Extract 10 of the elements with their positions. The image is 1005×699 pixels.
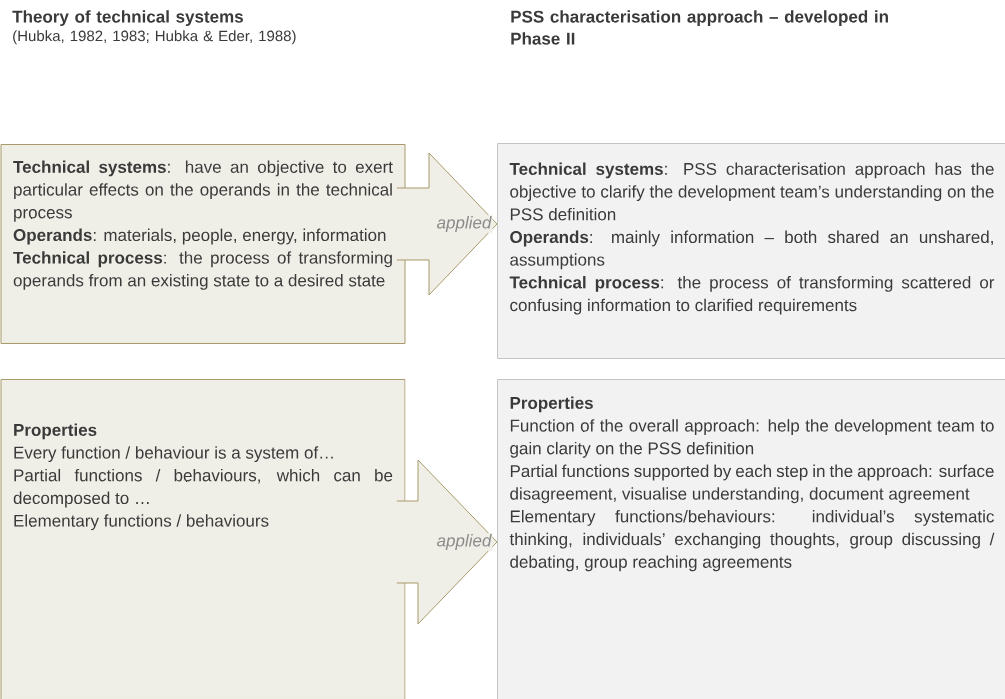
- column-heading: Theory of technical systems: [12, 10, 243, 27]
- text-box: Technical systems: PSS characterisation approach has the objective to clarify the development team’s understanding on the PSS definition Operands: mainly information – both shared an unshared, assumptions Technical process: the process of transforming scattered or confusing information to clarified requirements: [497, 143, 1005, 359]
- text-box: Technical systems: have an objective to exert particular effects on the operands in the technical process Operands: materials, people, energy, information Technical process: the process of transforming operands from an existing state to a desired state: [0, 144, 406, 344]
- text-box: Properties Function of the overall approach: help the development team to gain clarity on the PSS definition Partial functions supported by each step in the approach: surface disagreement, visualise understanding, document agreement Elementary functions/behaviours: individual’s systematic thinking, individuals’ exchanging thoughts, group discussing / debating, group reaching agreements: [497, 379, 1005, 699]
- block-arrow: [396, 459, 498, 625]
- text-box: Properties Every function / behaviour is a system of… Partial functions / behaviours, which can be decomposed to … Elementary functions / behaviours: [0, 379, 406, 699]
- edge-label: applied: [435, 533, 493, 551]
- column-heading: PSS characterisation approach – developed in Phase II: [511, 10, 888, 45]
- citation: (Hubka, 1982, 1983; Hubka & Eder, 1988): [13, 30, 296, 45]
- edge-label: applied: [435, 215, 493, 233]
